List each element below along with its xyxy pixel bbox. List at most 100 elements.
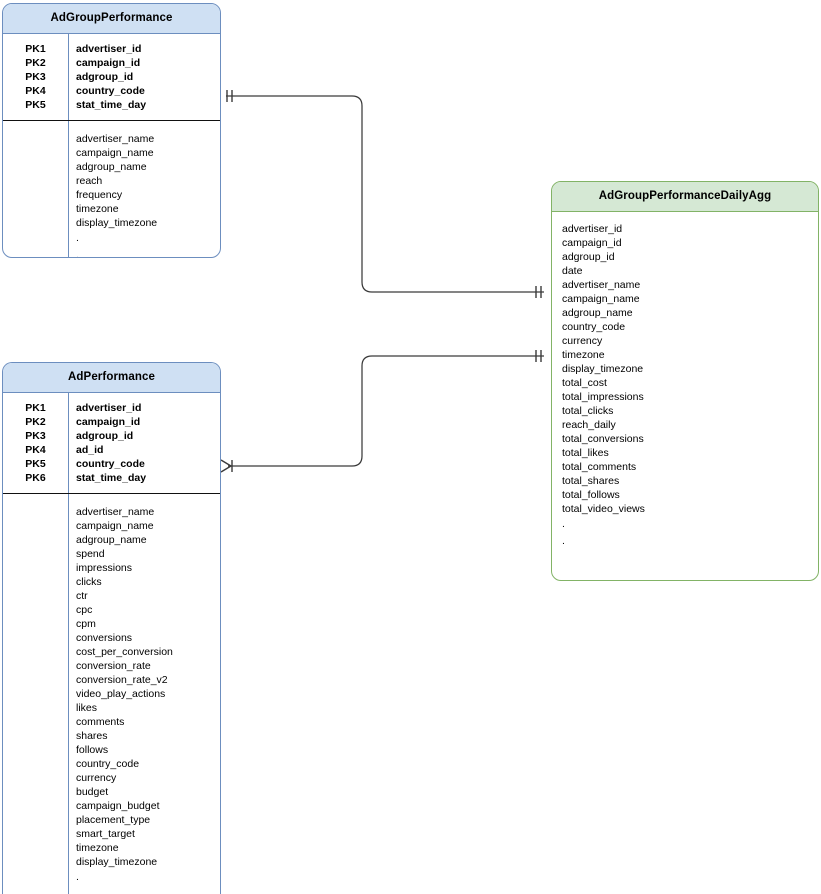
attribute-ellipsis: . bbox=[76, 887, 79, 894]
cardinality-one-and-only-one-target bbox=[535, 350, 542, 362]
relationship-adperformance-dailyagg bbox=[220, 350, 544, 473]
entity-adperformance[interactable]: AdPerformance PK1 PK2 PK3 PK4 PK5 PK6 ad… bbox=[2, 362, 221, 894]
attribute: timezone bbox=[76, 202, 119, 215]
pk-field: country_code bbox=[76, 84, 145, 97]
attribute: placement_type bbox=[76, 813, 151, 826]
attribute: smart_target bbox=[76, 827, 135, 840]
attribute: campaign_id bbox=[562, 236, 622, 249]
attribute: impressions bbox=[76, 561, 133, 574]
attribute: advertiser_name bbox=[562, 278, 641, 291]
connector-line bbox=[226, 95, 544, 293]
pk-label: PK1 bbox=[25, 401, 46, 414]
attribute: total_conversions bbox=[562, 432, 644, 445]
entity-body: PK1 PK2 PK3 PK4 PK5 advertiser_id campai… bbox=[3, 33, 220, 258]
attribute: budget bbox=[76, 785, 109, 798]
attribute-ellipsis: . bbox=[76, 248, 79, 258]
attribute: frequency bbox=[76, 188, 123, 201]
attribute: comments bbox=[76, 715, 125, 728]
attribute: reach bbox=[76, 174, 103, 187]
entity-title-adgroupperformance: AdGroupPerformance bbox=[3, 4, 220, 34]
attribute: total_video_views bbox=[562, 502, 645, 515]
attribute: display_timezone bbox=[76, 855, 158, 868]
attribute: adgroup_name bbox=[76, 533, 147, 546]
cardinality-one-and-only-one-target bbox=[535, 286, 542, 298]
attribute: country_code bbox=[76, 757, 140, 770]
attribute: total_follows bbox=[562, 488, 620, 501]
entity-adgroupperformancedailyagg[interactable]: AdGroupPerformanceDailyAgg advertiser_id… bbox=[551, 181, 819, 581]
pk-field: campaign_id bbox=[76, 56, 141, 69]
attribute-list: advertiser_name campaign_name adgroup_na… bbox=[68, 494, 220, 894]
attribute-ellipsis: . bbox=[76, 870, 79, 883]
pk-field: stat_time_day bbox=[76, 471, 147, 484]
attribute: conversion_rate_v2 bbox=[76, 673, 168, 686]
pk-label: PK2 bbox=[25, 56, 46, 69]
attribute: shares bbox=[76, 729, 108, 742]
attribute: follows bbox=[76, 743, 109, 756]
attribute: adgroup_id bbox=[562, 250, 615, 263]
pk-label: PK3 bbox=[25, 429, 46, 442]
primary-key-labels: PK1 PK2 PK3 PK4 PK5 bbox=[3, 34, 68, 120]
pk-field: ad_id bbox=[76, 443, 104, 456]
attribute: spend bbox=[76, 547, 105, 560]
attribute: clicks bbox=[76, 575, 102, 588]
attribute: campaign_budget bbox=[76, 799, 160, 812]
pk-label: PK5 bbox=[25, 98, 46, 111]
attribute-block: advertiser_name campaign_name adgroup_na… bbox=[3, 121, 220, 258]
attribute: campaign_name bbox=[76, 146, 154, 159]
cardinality-many-source bbox=[220, 459, 233, 473]
attribute-block: advertiser_name campaign_name adgroup_na… bbox=[3, 494, 220, 894]
primary-key-block: PK1 PK2 PK3 PK4 PK5 PK6 advertiser_id ca… bbox=[3, 393, 220, 494]
entity-body: PK1 PK2 PK3 PK4 PK5 PK6 advertiser_id ca… bbox=[3, 392, 220, 894]
attribute: cpc bbox=[76, 603, 93, 616]
relationship-adgroupperformance-dailyagg bbox=[226, 90, 544, 298]
attribute: adgroup_name bbox=[562, 306, 633, 319]
attribute: display_timezone bbox=[562, 362, 644, 375]
attribute: currency bbox=[76, 771, 117, 784]
attribute: adgroup_name bbox=[76, 160, 147, 173]
attribute-ellipsis: . bbox=[76, 231, 79, 244]
column-divider bbox=[68, 392, 70, 894]
pk-field: adgroup_id bbox=[76, 429, 134, 442]
attribute: date bbox=[562, 264, 583, 277]
pk-field: campaign_id bbox=[76, 415, 141, 428]
attribute: conversion_rate bbox=[76, 659, 151, 672]
entity-title-adgroupperformancedailyagg: AdGroupPerformanceDailyAgg bbox=[552, 182, 818, 212]
entity-adgroupperformance[interactable]: AdGroupPerformance PK1 PK2 PK3 PK4 PK5 a… bbox=[2, 3, 221, 258]
attribute-list: advertiser_id campaign_id adgroup_id dat… bbox=[552, 212, 818, 558]
attribute: advertiser_name bbox=[76, 132, 155, 145]
primary-key-block: PK1 PK2 PK3 PK4 PK5 advertiser_id campai… bbox=[3, 34, 220, 121]
attribute: total_cost bbox=[562, 376, 607, 389]
primary-key-labels: PK1 PK2 PK3 PK4 PK5 PK6 bbox=[3, 393, 68, 493]
attribute: likes bbox=[76, 701, 98, 714]
attribute: total_likes bbox=[562, 446, 609, 459]
attribute-spacer bbox=[3, 494, 68, 894]
attribute-spacer bbox=[3, 121, 68, 258]
attribute: total_shares bbox=[562, 474, 620, 487]
attribute: total_impressions bbox=[562, 390, 644, 403]
pk-field: stat_time_day bbox=[76, 98, 147, 111]
primary-key-fields: advertiser_id campaign_id adgroup_id cou… bbox=[68, 34, 220, 120]
attribute: display_timezone bbox=[76, 216, 158, 229]
attribute: video_play_actions bbox=[76, 687, 166, 700]
pk-label: PK3 bbox=[25, 70, 46, 83]
pk-label: PK6 bbox=[25, 471, 46, 484]
attribute: cpm bbox=[76, 617, 96, 630]
attribute: country_code bbox=[562, 320, 626, 333]
attribute: advertiser_name bbox=[76, 505, 155, 518]
primary-key-fields: advertiser_id campaign_id adgroup_id ad_… bbox=[68, 393, 220, 493]
pk-field: advertiser_id bbox=[76, 401, 142, 414]
attribute: advertiser_id bbox=[562, 222, 623, 235]
attribute: timezone bbox=[76, 841, 119, 854]
attribute: ctr bbox=[76, 589, 88, 602]
pk-label: PK4 bbox=[25, 443, 46, 456]
pk-field: advertiser_id bbox=[76, 42, 142, 55]
attribute: conversions bbox=[76, 631, 133, 644]
attribute: total_comments bbox=[562, 460, 637, 473]
attribute-ellipsis: . bbox=[562, 534, 565, 547]
pk-field: adgroup_id bbox=[76, 70, 134, 83]
pk-label: PK4 bbox=[25, 84, 46, 97]
attribute-ellipsis: . bbox=[562, 517, 565, 530]
attribute: campaign_name bbox=[76, 519, 154, 532]
attribute: currency bbox=[562, 334, 603, 347]
